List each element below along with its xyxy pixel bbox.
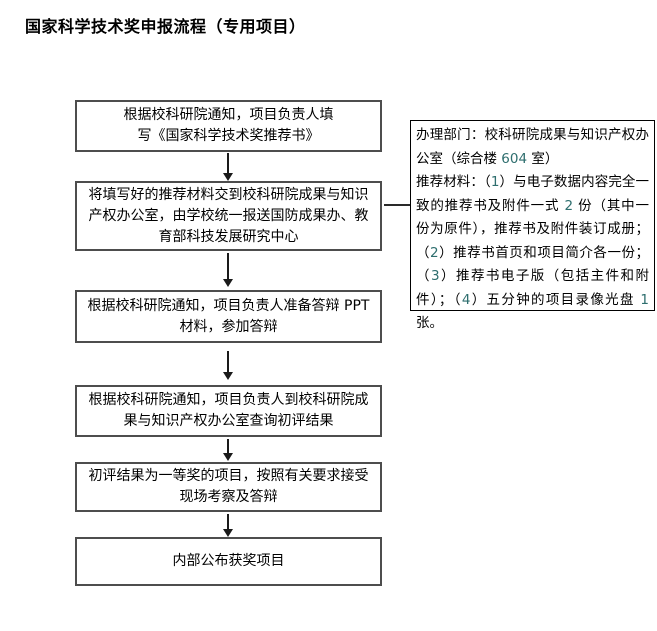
down-arrow-icon — [222, 514, 233, 537]
flow-step-4-line-2: 果与知识产权办公室查询初评结果 — [123, 413, 334, 429]
flow-step-6-line-1: 内部公布获奖项目 — [172, 553, 285, 569]
flow-step-4-line-1: 根据校科研院通知，项目负责人到校科研院成 — [88, 392, 369, 408]
flow-step-5: 初评结果为一等奖的项目，按照有关要求接受 现场考察及答辩 — [75, 462, 382, 512]
flow-step-5-line-1: 初评结果为一等奖的项目，按照有关要求接受 — [88, 468, 369, 484]
note-box: 办理部门：校科研院成果与知识产权办公室（综合楼 604 室） 推荐材料：（1）与… — [410, 120, 655, 331]
arrow-shaft — [226, 514, 229, 529]
flow-step-6: 内部公布获奖项目 — [75, 537, 382, 586]
arrow-head — [222, 529, 233, 537]
flow-step-3-line-2: 材料，参加答辩 — [179, 318, 278, 335]
down-arrow-icon — [222, 439, 233, 461]
flow-step-1: 根据校科研院通知，项目负责人填 写《国家科学技术奖推荐书》 — [75, 100, 382, 152]
flow-step-2-line-3: 育部科技发展研究中心 — [158, 228, 299, 245]
note-materials: 推荐材料：（1）与电子数据内容完全一致的推荐书及附件一式 2 份（其中一份为原件… — [416, 174, 650, 331]
note-connector-line — [384, 204, 410, 206]
arrow-shaft — [226, 351, 229, 372]
flow-step-5-line-2: 现场考察及答辩 — [179, 489, 278, 505]
note-department: 办理部门：校科研院成果与知识产权办公室（综合楼 604 室） — [416, 127, 649, 167]
arrow-head — [222, 279, 233, 287]
flow-step-2: 将填写好的推荐材料交到校科研院成果与知识 产权办公室，由学校统一报送国防成果办、… — [75, 181, 382, 251]
flow-step-1-line-2: 写《国家科学技术奖推荐书》 — [137, 128, 320, 144]
flow-step-3: 根据校科研院通知，项目负责人准备答辩 PPT 材料，参加答辩 — [75, 290, 382, 343]
down-arrow-icon — [222, 253, 233, 287]
arrow-shaft — [226, 253, 229, 279]
arrow-shaft — [226, 153, 229, 173]
down-arrow-icon — [222, 153, 233, 181]
arrow-head — [222, 372, 233, 380]
down-arrow-icon — [222, 351, 233, 380]
flow-step-2-line-1: 将填写好的推荐材料交到校科研院成果与知识 — [88, 186, 369, 203]
flow-step-2-line-2: 产权办公室，由学校统一报送国防成果办、教 — [88, 207, 369, 224]
flow-step-4: 根据校科研院通知，项目负责人到校科研院成 果与知识产权办公室查询初评结果 — [75, 385, 382, 437]
flow-step-1-line-1: 根据校科研院通知，项目负责人填 — [123, 107, 334, 123]
flow-step-3-line-1: 根据校科研院通知，项目负责人准备答辩 PPT — [87, 297, 370, 314]
arrow-shaft — [226, 439, 229, 453]
page-title: 国家科学技术奖申报流程（专用项目） — [25, 17, 306, 36]
arrow-head — [222, 173, 233, 181]
arrow-head — [222, 453, 233, 461]
